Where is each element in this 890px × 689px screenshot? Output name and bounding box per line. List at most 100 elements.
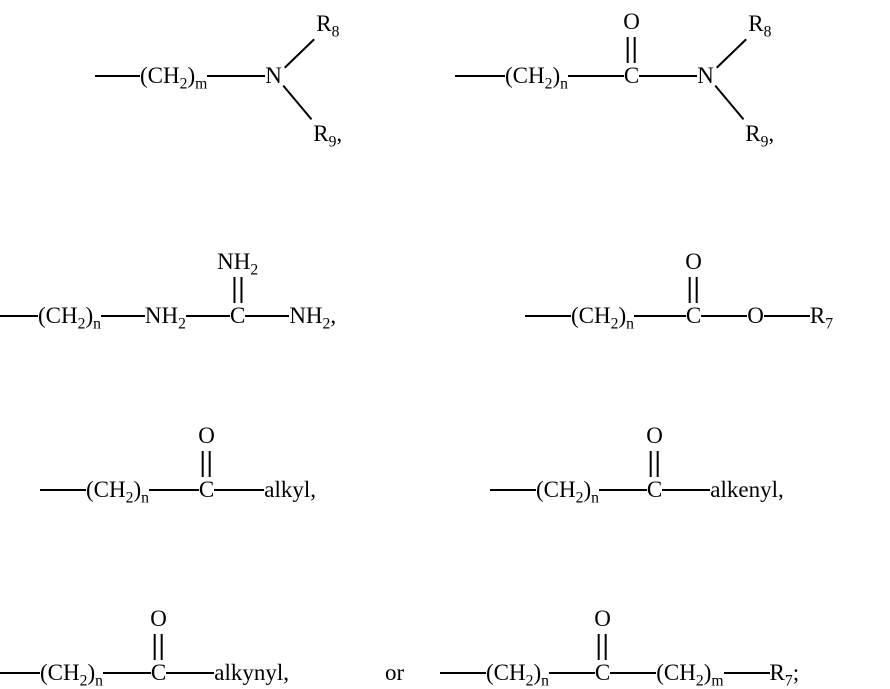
carbonyl-above: O [646, 423, 663, 477]
carbonyl-above: O [150, 606, 167, 660]
bond-line-diagonal-up [716, 38, 748, 69]
carbonyl-group: O C [198, 423, 215, 503]
bond-line [166, 672, 215, 674]
structure-7-keto-alkynyl: (CH2)n O C alkynyl, [0, 596, 365, 689]
double-bond [154, 634, 164, 660]
structure-4-chain: (CH2)n O C O R7 [525, 249, 834, 333]
formula-nh2-mid: NH2 [144, 303, 186, 333]
carbonyl-group: O C [646, 423, 663, 503]
bond-line [207, 75, 266, 77]
carbonyl-group: O C [594, 606, 611, 686]
formula-ch2n: (CH2)n [40, 660, 103, 689]
formula-ch2m: (CH2)m [656, 660, 724, 689]
atom-label-o-mid: O [747, 303, 764, 328]
imino-above: NH2 [217, 249, 258, 303]
formula-ch2n: (CH2)n [536, 477, 599, 507]
atom-label-n: N [697, 63, 714, 88]
group-label-r7: R7; [769, 660, 800, 689]
formula-nh2-end: NH2, [289, 303, 337, 333]
atom-label-c: C [150, 660, 167, 685]
group-label-r8: R8 [316, 11, 340, 41]
atom-label-c: C [685, 303, 702, 328]
structure-1-amine: (CH2)m N R8 R9, [95, 10, 375, 160]
bond-line [763, 315, 810, 317]
structure-6-keto-alkenyl: (CH2)n O C alkenyl, [490, 413, 870, 508]
bond-line [40, 489, 86, 491]
structure-6-chain: (CH2)n O C alkenyl, [490, 423, 784, 507]
carbonyl-above: O [685, 249, 702, 303]
double-bond [650, 451, 660, 477]
carbonyl-group: O C [623, 9, 640, 89]
structure-1-chain: (CH2)m N R8 R9, [95, 11, 342, 150]
bond-line-diagonal-down [714, 85, 745, 120]
bond-line [0, 315, 38, 317]
group-label-r9: R9, [313, 121, 343, 151]
atom-label-c: C [229, 303, 246, 328]
bond-line [598, 489, 647, 491]
amide-nitrogen-group: N R8 R9, [697, 11, 774, 150]
formula-nh2-top: NH2 [217, 249, 259, 279]
atom-label-o: O [198, 423, 215, 448]
structure-3-guanidino: (CH2)n NH2 NH2 C NH2, [0, 240, 420, 335]
bond-line [100, 315, 145, 317]
bond-line [639, 75, 698, 77]
carbonyl-above: O [198, 423, 215, 477]
bond-line [610, 672, 657, 674]
tail-label-alkenyl: alkenyl, [710, 477, 784, 502]
bond-line [148, 489, 199, 491]
double-bond [598, 634, 608, 660]
bond-line [701, 315, 748, 317]
connector-or: or [385, 660, 405, 685]
bond-line [455, 75, 505, 77]
bond-line [723, 672, 770, 674]
amine-nitrogen-group: N R8 R9, [265, 11, 342, 150]
double-bond [689, 277, 699, 303]
bond-line-diagonal-up [284, 38, 316, 69]
atom-label-o: O [150, 606, 167, 631]
atom-label-o: O [623, 9, 640, 34]
bond-line [567, 75, 624, 77]
atom-label-c: C [198, 477, 215, 502]
structure-3-chain: (CH2)n NH2 NH2 C NH2, [0, 249, 337, 333]
atom-label-c: C [623, 63, 640, 88]
structure-2-chain: (CH2)n O C N R8 R9, [455, 9, 774, 150]
formula-ch2n: (CH2)n [486, 660, 549, 689]
tail-label-alkynyl: alkynyl, [214, 660, 290, 685]
structure-4-ester: (CH2)n O C O R7 [525, 240, 890, 335]
bond-line [95, 75, 140, 77]
formula-ch2n: (CH2)n [505, 63, 568, 93]
bond-line [0, 672, 40, 674]
tail-label-alkyl: alkyl, [264, 477, 317, 502]
carbonyl-above: O [623, 9, 640, 63]
atom-label-c: C [646, 477, 663, 502]
double-bond [627, 37, 637, 63]
atom-label-o: O [594, 606, 611, 631]
formula-ch2n: (CH2)n [571, 303, 634, 333]
carbonyl-group: O C [685, 249, 702, 329]
atom-label-o: O [685, 249, 702, 274]
bond-line [102, 672, 151, 674]
structure-8-chain: (CH2)n O C (CH2)m R7; [440, 606, 800, 689]
bond-line [214, 489, 265, 491]
bond-line [633, 315, 686, 317]
atom-label-o: O [646, 423, 663, 448]
formula-ch2n: (CH2)n [86, 477, 149, 507]
structure-8-keto-chain-r7: (CH2)n O C (CH2)m R7; [440, 596, 890, 689]
formula-ch2m: (CH2)m [140, 63, 208, 93]
bond-line [662, 489, 711, 491]
bond-line [185, 315, 230, 317]
bond-line [245, 315, 290, 317]
group-label-r9: R9, [745, 121, 775, 151]
group-label-r8: R8 [748, 11, 772, 41]
structure-2-amide: (CH2)n O C N R8 R9, [455, 0, 835, 160]
group-label-r7: R7 [809, 303, 834, 333]
atom-label-n: N [265, 63, 282, 88]
structure-7-chain: (CH2)n O C alkynyl, [0, 606, 290, 689]
structure-5-chain: (CH2)n O C alkyl, [40, 423, 317, 507]
double-bond [202, 451, 212, 477]
imino-carbon-group: NH2 C [217, 249, 258, 329]
double-bond [233, 277, 243, 303]
bond-line [525, 315, 571, 317]
structure-5-keto-alkyl: (CH2)n O C alkyl, [40, 413, 370, 508]
